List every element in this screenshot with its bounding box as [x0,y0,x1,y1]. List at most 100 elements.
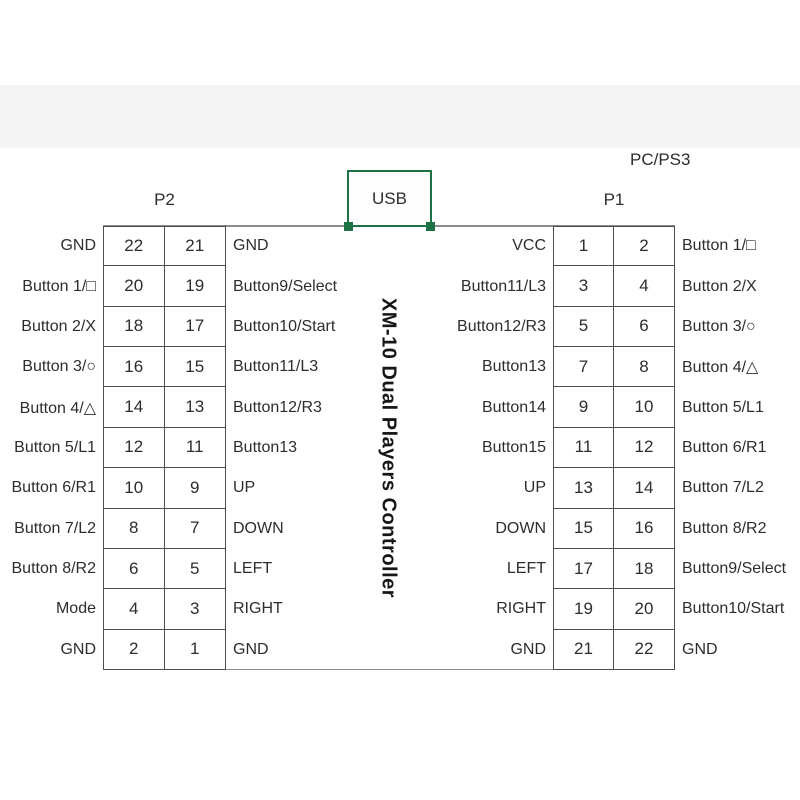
pin-outer-label: Button 4/△ [682,359,759,377]
pin-number-cell: 14 [103,387,165,428]
pin-outer-label: Button 5/L1 [14,438,96,456]
pin-outer-label: Button 2/X [682,277,757,295]
pin-outer-label: Button 5/L1 [682,398,764,416]
pin-inner-label: RIGHT [496,600,546,618]
pin-inner-label: Button14 [481,398,546,416]
photo-gray-band [0,85,800,148]
pin-inner-label: LEFT [233,560,273,578]
pin-number-cell: 15 [553,508,614,549]
pin-number-cell: 20 [103,266,165,307]
pin-number-cell: 8 [614,347,675,388]
pin-inner-label: Button11/L3 [233,358,319,376]
pin-outer-label: GND [60,640,96,658]
pin-number-cell: 4 [103,589,165,630]
pin-number-cell: 10 [614,387,675,428]
pin-outer-label: Button 8/R2 [11,560,97,578]
pin-number-cell: 17 [164,306,226,348]
pin-number-cell: 17 [553,548,614,590]
pin-outer-label: Button 8/R2 [682,519,767,537]
pin-number-cell: 12 [103,427,165,469]
pin-number-cell: 6 [103,548,165,590]
pin-outer-label: Button 2/X [21,317,96,335]
pin-outer-label: Button 7/L2 [682,479,764,497]
pin-number-cell: 1 [553,226,614,267]
resize-handle-bottom-right[interactable] [426,222,435,231]
pin-inner-label: GND [510,640,546,658]
pin-outer-label: Button10/Start [682,600,785,618]
p1-header: P1 [603,190,625,209]
pin-inner-label: Button12/R3 [233,398,322,416]
pin-number-cell: 12 [614,427,675,469]
resize-handle-bottom-left[interactable] [344,222,353,231]
pin-number-cell: 16 [614,508,675,549]
pin-outer-label: Button 6/R1 [682,438,767,456]
pin-inner-label: Button11/L3 [460,277,546,295]
pin-outer-label: Mode [55,600,96,618]
pin-inner-label: GND [233,237,269,255]
pin-number-cell: 3 [164,589,226,630]
pin-outer-label: Button 3/○ [682,317,756,335]
pin-outer-label: Button9/Select [682,560,787,578]
pin-number-cell: 9 [553,387,614,428]
pin-number-cell: 6 [614,306,675,348]
pin-inner-label: LEFT [506,560,546,578]
pin-number-cell: 11 [553,427,614,469]
usb-connector-box[interactable]: USB [344,170,435,231]
pin-outer-label: Button 7/L2 [14,519,96,537]
pin-number-cell: 9 [164,468,226,509]
pin-inner-label: UP [523,479,546,497]
pin-inner-label: GND [233,640,269,658]
p2-header: P2 [154,190,175,209]
pin-number-cell: 18 [103,306,165,348]
pin-number-cell: 13 [553,468,614,509]
pin-number-cell: 2 [103,629,165,670]
pin-inner-label: Button13 [233,438,298,456]
pin-number-cell: 1 [164,629,226,670]
pin-outer-label: Button 4/△ [19,399,96,417]
pin-number-cell: 19 [553,589,614,630]
pin-number-cell: 14 [614,468,675,509]
pin-number-cell: 5 [553,306,614,348]
pin-inner-label: DOWN [495,519,546,537]
pin-number-cell: 4 [614,266,675,307]
pin-number-cell: 3 [553,266,614,307]
pin-inner-label: Button10/Start [233,317,336,335]
pin-inner-label: VCC [512,237,546,255]
pin-outer-label: Button 3/○ [22,358,96,376]
pin-number-cell: 7 [553,347,614,388]
pin-number-cell: 15 [164,347,226,388]
pin-outer-label: Button 1/□ [22,277,96,295]
pin-inner-label: Button15 [481,438,546,456]
pin-number-cell: 7 [164,508,226,549]
pin-number-cell: 22 [103,226,165,267]
pin-number-cell: 8 [103,508,165,549]
pin-outer-label: GND [60,237,96,255]
pin-outer-label: GND [682,640,718,658]
pin-number-cell: 19 [164,266,226,307]
pin-number-cell: 21 [164,226,226,267]
pin-number-cell: 5 [164,548,226,590]
